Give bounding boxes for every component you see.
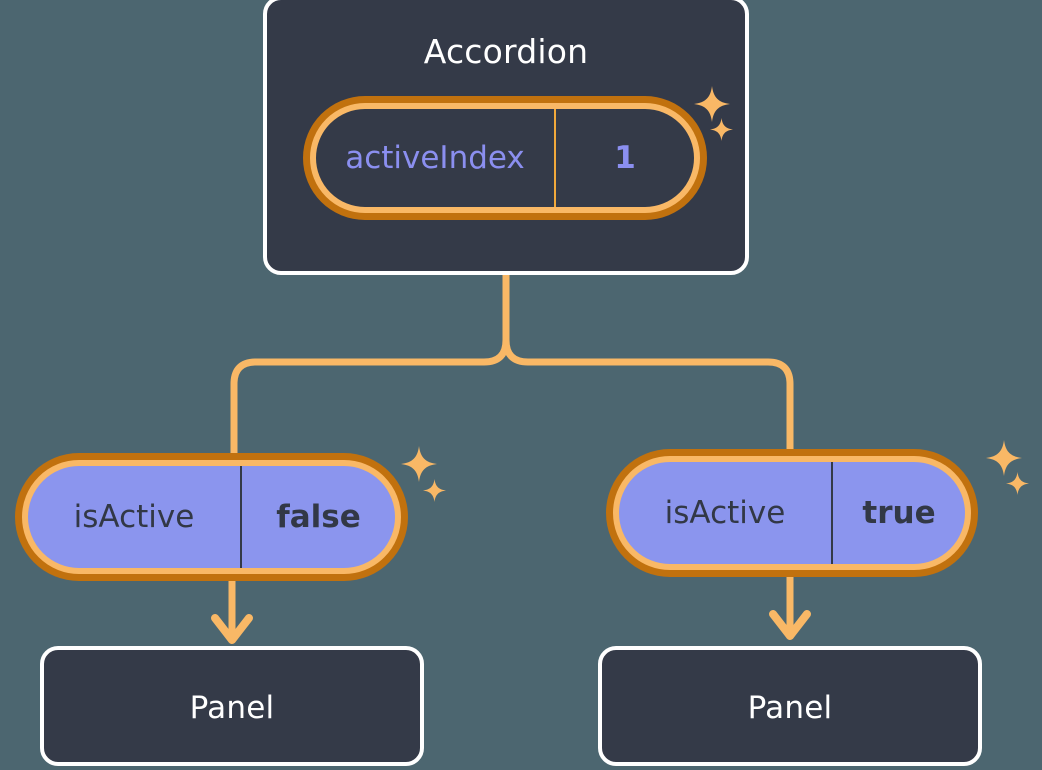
sparkle-4-point-small-icon xyxy=(1006,472,1029,495)
card-title-accordion: Accordion xyxy=(423,32,589,71)
connector-branch-left xyxy=(230,336,510,466)
connector-branch-right xyxy=(502,336,794,462)
sparkle-4-point-small-icon xyxy=(423,479,446,502)
card-title-panel: Panel xyxy=(747,690,833,726)
state-pill-key: activeIndex xyxy=(345,140,525,176)
prop-pill-value: false xyxy=(240,466,395,568)
prop-pill-key: isActive xyxy=(73,499,195,535)
prop-pill-key: isActive xyxy=(664,495,786,531)
component-card-panel-left[interactable]: Panel xyxy=(40,646,424,766)
arrow-head-right xyxy=(769,610,811,640)
sparkle-4-point-large-icon xyxy=(986,440,1022,476)
prop-pill-is-active-false[interactable]: isActive false xyxy=(22,460,401,574)
component-card-panel-right[interactable]: Panel xyxy=(598,646,982,766)
card-title-panel: Panel xyxy=(189,690,275,726)
arrow-head-left xyxy=(211,614,253,644)
state-pill-value: 1 xyxy=(554,109,694,207)
sparkle-4-point-large-icon xyxy=(401,446,437,482)
prop-pill-is-active-true[interactable]: isActive true xyxy=(613,456,971,570)
state-pill-active-index[interactable]: activeIndex 1 xyxy=(310,103,700,213)
prop-pill-value: true xyxy=(831,462,965,564)
